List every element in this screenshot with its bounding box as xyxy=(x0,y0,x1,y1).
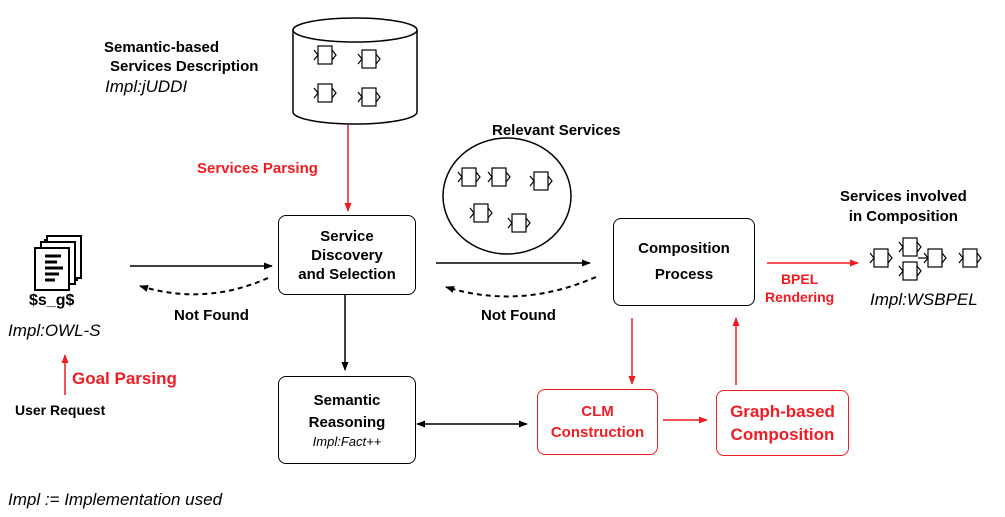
registry-database-icon xyxy=(292,17,418,125)
clm-construction-box: CLM Construction xyxy=(537,389,658,455)
not-found-label-1: Not Found xyxy=(174,307,249,324)
footnote: Impl := Implementation used xyxy=(8,490,223,509)
semantic-reasoning-box: Semantic Reasoning Impl:Fact++ xyxy=(278,376,416,464)
composition-line2: Process xyxy=(654,266,714,283)
arrow-not-found-2 xyxy=(445,276,597,298)
graph-line2: Composition xyxy=(730,425,835,444)
discovery-line1: Service xyxy=(320,227,374,245)
services-parsing-label: Services Parsing xyxy=(197,160,318,177)
discovery-line2: Discovery xyxy=(311,246,383,264)
clm-line2: Construction xyxy=(550,424,645,441)
user-request-label: User Request xyxy=(15,402,106,418)
goal-document-icon xyxy=(34,235,82,291)
reasoning-line2: Reasoning xyxy=(308,414,386,431)
involved-services-impl: Impl:WSBPEL xyxy=(870,290,978,309)
discovery-selection-box: Service Discovery and Selection xyxy=(278,215,416,295)
goal-impl: Impl:OWL-S xyxy=(8,321,101,340)
relevant-services-pool-icon xyxy=(442,137,572,255)
clm-line1: CLM xyxy=(581,403,614,420)
discovery-line3: and Selection xyxy=(298,265,396,283)
bpel-rendering-label: BPEL Rendering xyxy=(765,270,834,306)
registry-title-line1: Semantic-based xyxy=(104,39,220,56)
bpel-line2: Rendering xyxy=(765,289,835,305)
bpel-line1: BPEL xyxy=(780,271,819,287)
composition-line1: Composition xyxy=(638,240,730,257)
reasoning-impl: Impl:Fact++ xyxy=(312,434,382,449)
composed-services-icon xyxy=(869,237,982,281)
goal-label: $s_g$ xyxy=(29,292,75,309)
reasoning-line1: Semantic xyxy=(313,392,381,409)
relevant-services-label: Relevant Services xyxy=(492,122,621,139)
goal-parsing-label: Goal Parsing xyxy=(72,369,177,388)
not-found-label-2: Not Found xyxy=(481,307,556,324)
involved-services-line1: Services involved xyxy=(840,188,967,205)
registry-impl: Impl:jUDDI xyxy=(105,77,188,96)
graph-line1: Graph-based xyxy=(730,402,835,421)
involved-services-line2: in Composition xyxy=(848,208,958,225)
involved-services-title: Services involved in Composition xyxy=(840,187,967,227)
graph-composition-box: Graph-based Composition xyxy=(716,390,849,456)
composition-process-box: Composition Process xyxy=(613,218,755,306)
registry-title-line2: Services Description xyxy=(110,58,259,75)
registry-title: Semantic-based Services Description xyxy=(104,38,258,76)
arrow-not-found-1 xyxy=(139,277,269,296)
